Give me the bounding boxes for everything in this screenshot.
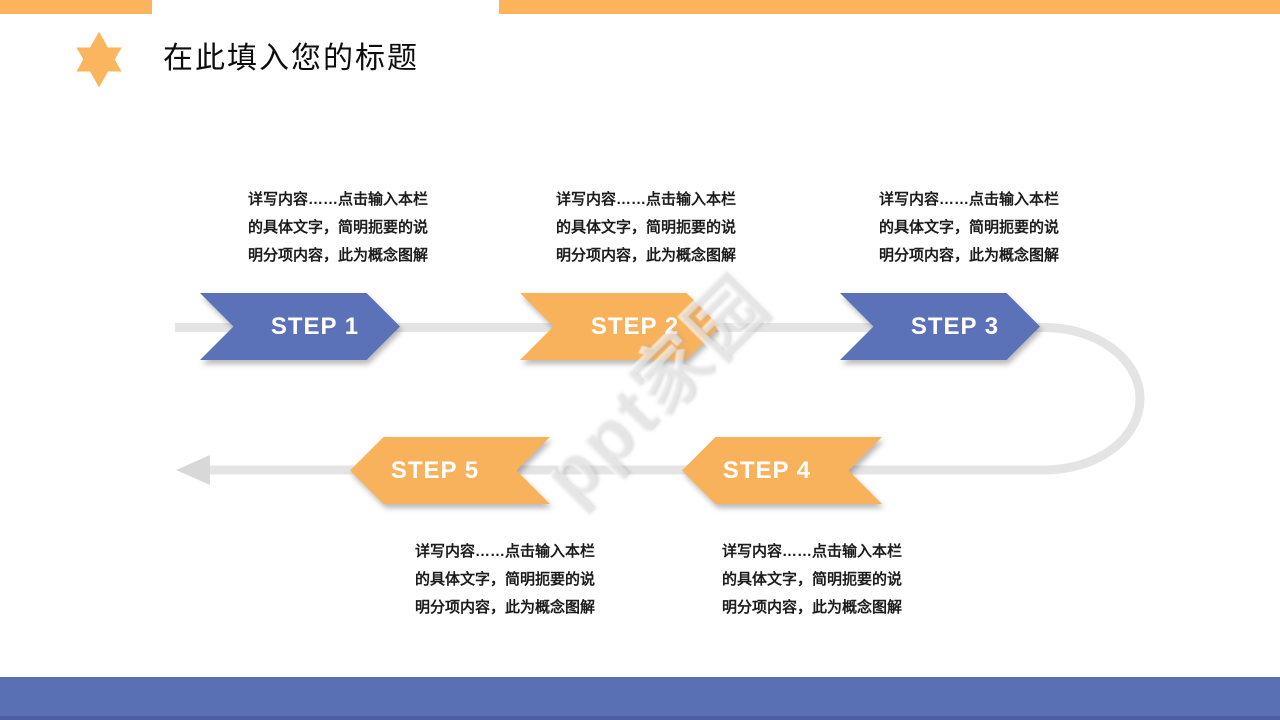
flow-end-arrowhead-icon [176, 455, 210, 485]
description-line: 的具体文字，简明扼要的说 [414, 571, 595, 588]
step-2-label: STEP 2 [520, 293, 720, 360]
description-line: 详写内容……点击输入本栏 [721, 543, 902, 560]
step-4-label: STEP 4 [682, 437, 882, 504]
description-line: 的具体文字，简明扼要的说 [878, 219, 1059, 236]
description-line: 详写内容……点击输入本栏 [414, 543, 595, 560]
description-line: 的具体文字，简明扼要的说 [721, 571, 902, 588]
description-line: 详写内容……点击输入本栏 [555, 191, 736, 208]
step-3-description[interactable]: 详写内容……点击输入本栏 的具体文字，简明扼要的说 明分项内容，此为概念图解 [847, 186, 1091, 270]
step-4-description[interactable]: 详写内容……点击输入本栏 的具体文字，简明扼要的说 明分项内容，此为概念图解 [690, 538, 934, 622]
step-5-label: STEP 5 [350, 437, 550, 504]
step-3-label: STEP 3 [840, 293, 1040, 360]
step-5-chevron[interactable]: STEP 5 [350, 437, 550, 504]
description-line: 明分项内容，此为概念图解 [247, 247, 428, 264]
step-4-chevron[interactable]: STEP 4 [682, 437, 882, 504]
bottom-bar-accent [0, 677, 1280, 720]
step-2-description[interactable]: 详写内容……点击输入本栏 的具体文字，简明扼要的说 明分项内容，此为概念图解 [524, 186, 768, 270]
step-5-description[interactable]: 详写内容……点击输入本栏 的具体文字，简明扼要的说 明分项内容，此为概念图解 [383, 538, 627, 622]
description-line: 详写内容……点击输入本栏 [878, 191, 1059, 208]
description-line: 的具体文字，简明扼要的说 [247, 219, 428, 236]
description-line: 明分项内容，此为概念图解 [414, 599, 595, 616]
description-line: 的具体文字，简明扼要的说 [555, 219, 736, 236]
description-line: 详写内容……点击输入本栏 [247, 191, 428, 208]
slide-title[interactable]: 在此填入您的标题 [163, 42, 419, 75]
step-2-chevron[interactable]: STEP 2 [520, 293, 720, 360]
top-bar-right-accent [499, 0, 1280, 14]
description-line: 明分项内容，此为概念图解 [878, 247, 1059, 264]
step-1-description[interactable]: 详写内容……点击输入本栏 的具体文字，简明扼要的说 明分项内容，此为概念图解 [216, 186, 460, 270]
description-line: 明分项内容，此为概念图解 [555, 247, 736, 264]
description-line: 明分项内容，此为概念图解 [721, 599, 902, 616]
step-1-chevron[interactable]: STEP 1 [200, 293, 400, 360]
top-bar-left-accent [0, 0, 152, 14]
step-1-label: STEP 1 [200, 293, 400, 360]
step-3-chevron[interactable]: STEP 3 [840, 293, 1040, 360]
star-icon [76, 31, 122, 88]
